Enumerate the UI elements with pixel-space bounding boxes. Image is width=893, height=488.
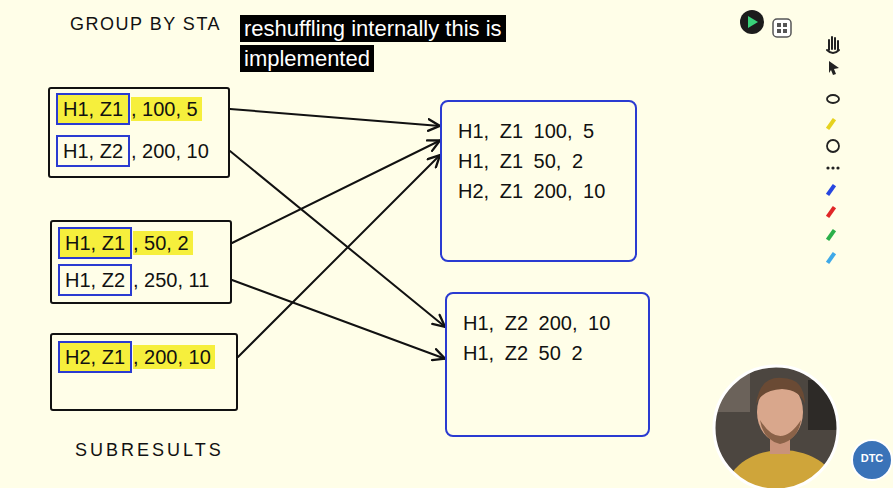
dot-icon <box>826 166 829 169</box>
value-text: , 200, 10 <box>133 345 215 369</box>
beard <box>760 420 801 444</box>
pen-icon <box>826 206 836 218</box>
arrow-connector <box>232 141 440 244</box>
connector-group <box>230 109 445 359</box>
key-box: H1, Z2 <box>58 264 132 296</box>
hand-icon <box>827 37 839 53</box>
dot-icon <box>831 166 834 169</box>
subresult-box: H1, Z1 H1, Z2 , 100, 5 , 200, 10 <box>48 87 230 178</box>
cursor-icon <box>829 61 839 75</box>
grid-cell <box>777 23 781 27</box>
arrow-connector <box>238 155 440 357</box>
pen-icon <box>826 184 836 196</box>
pen-icon <box>826 229 836 241</box>
value-text: , 250, 11 <box>133 268 213 292</box>
key-box: H1, Z1 <box>56 93 130 125</box>
partition-box: H1, Z1 100, 5H1, Z1 50, 2H2, Z1 200, 10 <box>440 100 637 262</box>
arrow-connector <box>230 109 440 126</box>
logo-text: DTC <box>852 452 892 464</box>
record-text: H2, Z1 200, 10 <box>458 176 605 206</box>
subresult-box: H1, Z1 H1, Z2 , 50, 2 , 250, 11 <box>50 220 232 304</box>
key-text: H2, Z1 <box>65 345 125 369</box>
key-text: H1, Z1 <box>63 97 123 121</box>
grid-cell <box>783 29 787 33</box>
value-text: , 50, 2 <box>133 231 193 255</box>
key-box: H2, Z1 <box>58 341 132 373</box>
pen-icon <box>826 252 836 264</box>
arrow-connector <box>232 280 445 359</box>
value-text: , 100, 5 <box>131 97 202 121</box>
toolbar <box>826 37 840 264</box>
grid-icon <box>773 19 791 37</box>
grid-cell <box>777 29 781 33</box>
record-text: H1, Z1 50, 2 <box>458 146 583 176</box>
key-text: H1, Z2 <box>65 268 125 292</box>
dot-icon <box>836 166 839 169</box>
caption-box: reshuffling internally this is implement… <box>240 14 562 74</box>
subresult-box: H2, Z1 , 200, 10 <box>50 333 238 411</box>
record-text: H1, Z2 200, 10 <box>463 308 610 338</box>
logo-circle <box>852 440 892 480</box>
webcam-frame <box>714 366 838 488</box>
pen-icon <box>826 118 836 130</box>
play-mark <box>748 16 758 28</box>
record-text: H1, Z1 100, 5 <box>458 116 594 146</box>
key-box: H1, Z2 <box>56 135 130 167</box>
lasso-icon <box>827 95 839 103</box>
key-text: H1, Z2 <box>63 139 123 163</box>
record-text: H1, Z2 50 2 <box>463 338 583 368</box>
arrow-connector <box>230 151 445 327</box>
note-text: SUBRESULTS <box>75 440 224 461</box>
top-icons <box>740 10 791 37</box>
value-text: , 200, 10 <box>131 139 213 163</box>
webcam <box>700 360 892 488</box>
caption-text: reshuffling internally this is implement… <box>240 15 506 72</box>
color-icon <box>827 140 839 152</box>
grid-cell <box>783 23 787 27</box>
title-text: GROUP BY STA <box>70 14 221 35</box>
record-icon <box>740 10 764 34</box>
partition-box: H1, Z2 200, 10H1, Z2 50 2 <box>445 292 650 437</box>
key-text: H1, Z1 <box>65 231 125 255</box>
key-box: H1, Z1 <box>58 227 132 259</box>
shelf <box>808 380 848 430</box>
hair <box>756 378 805 404</box>
